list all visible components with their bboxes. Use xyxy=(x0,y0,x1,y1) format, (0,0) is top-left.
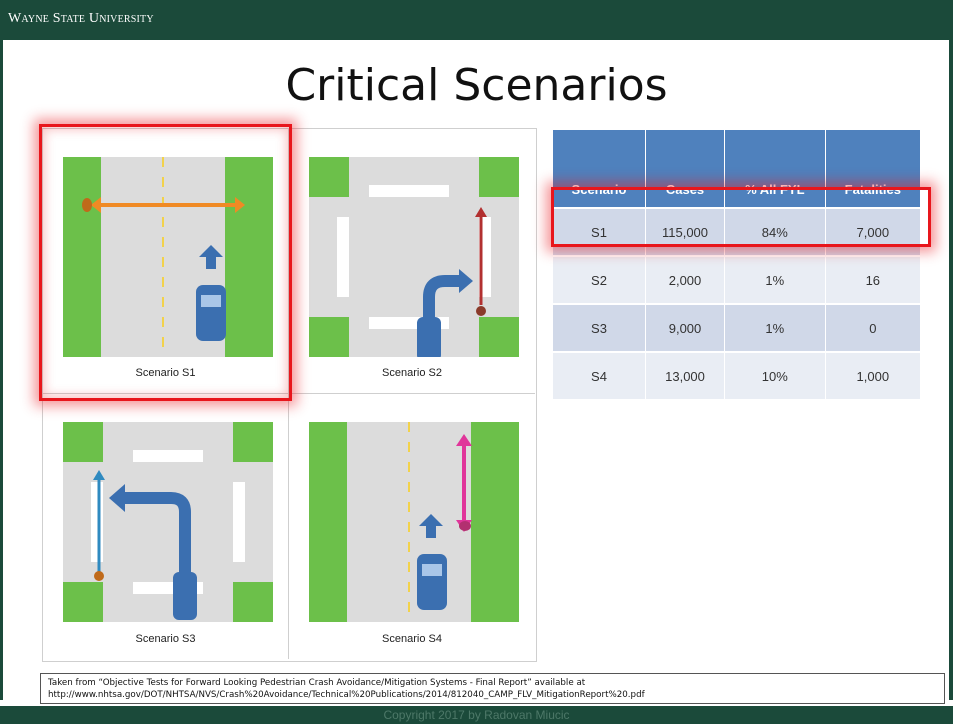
scenario-s1-highlight xyxy=(39,124,292,401)
scenario-s3-diagram-icon xyxy=(63,422,273,622)
table-header-scenario: Scenario xyxy=(553,130,647,208)
table-cell: 16 xyxy=(825,255,920,304)
source-citation: Taken from “Objective Tests for Forward … xyxy=(40,673,945,704)
table-header-fatalities: Fatalities xyxy=(825,130,920,208)
table-cell: 0 xyxy=(825,303,920,352)
scenario-s2-cell: Scenario S2 xyxy=(289,129,535,394)
table-cell: S2 xyxy=(553,255,647,304)
footer-bar xyxy=(0,706,953,724)
table-header-fyl: % All FYL xyxy=(724,130,826,208)
table-cell: 2,000 xyxy=(645,255,725,304)
table-cell: 1% xyxy=(724,255,826,304)
table-row: S2 2,000 1% 16 xyxy=(553,255,920,304)
source-citation-url[interactable]: http://www.nhtsa.gov/DOT/NHTSA/NVS/Crash… xyxy=(48,690,645,700)
table-row: S3 9,000 1% 0 xyxy=(553,303,920,352)
table-cell: S4 xyxy=(553,351,647,399)
table-row-s1-highlight xyxy=(551,187,931,247)
table-cell: 10% xyxy=(724,351,826,399)
header-bar: Wayne State University xyxy=(0,0,953,40)
scenario-s4-caption: Scenario S4 xyxy=(382,633,442,645)
table-cell: 1,000 xyxy=(825,351,920,399)
table-cell: 84% xyxy=(724,207,826,256)
frame-left xyxy=(0,40,3,700)
table-row: S1 115,000 84% 7,000 xyxy=(553,207,920,256)
scenario-s3-cell: Scenario S3 xyxy=(43,394,289,659)
table-cell: S3 xyxy=(553,303,647,352)
university-name: Wayne State University xyxy=(8,11,154,26)
scenario-s1-diagram-icon xyxy=(63,157,273,357)
table-cell: 115,000 xyxy=(645,207,725,256)
table-cell: 13,000 xyxy=(645,351,725,399)
scenario-s3-caption: Scenario S3 xyxy=(135,633,196,645)
copyright-text: Copyright 2017 by Radovan Miucic xyxy=(383,708,570,722)
frame-right xyxy=(949,40,953,700)
scenario-table: Scenario Cases % All FYL Fatalities S1 1… xyxy=(553,130,920,399)
table-header-cases: Cases xyxy=(645,130,725,208)
scenario-s4-diagram-icon xyxy=(309,422,519,622)
table-row: S4 13,000 10% 1,000 xyxy=(553,351,920,399)
source-citation-text: Taken from “Objective Tests for Forward … xyxy=(48,678,586,688)
table-cell: S1 xyxy=(553,207,647,256)
table-cell: 1% xyxy=(724,303,826,352)
scenario-s1-cell: Scenario S1 xyxy=(43,129,289,394)
table-cell: 9,000 xyxy=(645,303,725,352)
scenario-s2-diagram-icon xyxy=(309,157,519,357)
slide-title: Critical Scenarios xyxy=(285,60,668,111)
table-cell: 7,000 xyxy=(825,207,920,256)
scenario-s4-cell: Scenario S4 xyxy=(289,394,535,659)
scenario-s2-caption: Scenario S2 xyxy=(382,367,442,379)
scenario-s1-caption: Scenario S1 xyxy=(135,367,196,379)
